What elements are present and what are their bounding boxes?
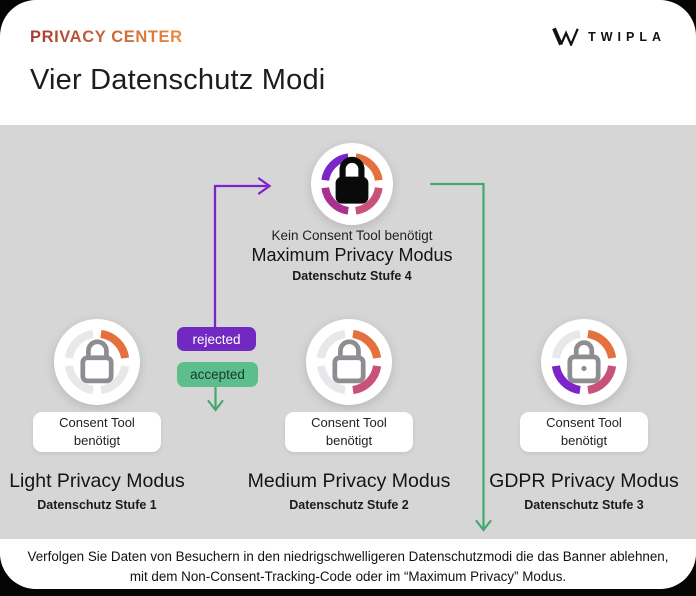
ring-segment-bottom-right (587, 365, 617, 395)
mode-title: Medium Privacy Modus (247, 470, 451, 492)
gdpr-privacy-lock-icon (541, 319, 627, 405)
mode-subtitle: Datenschutz Stufe 3 (524, 498, 644, 512)
footer-bar: Verfolgen Sie Daten von Besuchern in den… (0, 539, 696, 589)
page-title: Vier Datenschutz Modi (30, 64, 326, 96)
mode-medium-privacy: Consent Tool benötigt Medium Privacy Mod… (239, 125, 459, 539)
maximum-title: Maximum Privacy Modus (251, 245, 453, 265)
ring-segment-top-left (64, 329, 94, 359)
twipla-logo: TWIPLA (552, 27, 666, 46)
consent-tool-note: Consent Tool benötigt (33, 412, 161, 452)
ring-segment-top-right (100, 329, 130, 359)
ring-segment-top-left (551, 329, 581, 359)
unlocked-icon (80, 339, 114, 384)
mode-title: GDPR Privacy Modus (489, 470, 679, 492)
light-privacy-lock-icon (54, 319, 140, 405)
medium-privacy-lock-icon (306, 319, 392, 405)
rejected-badge: rejected (177, 327, 256, 351)
locked-icon (567, 340, 601, 384)
mode-gdpr-privacy: Consent Tool benötigt GDPR Privacy Modus… (474, 125, 694, 539)
maximum-caption: Kein Consent Tool benötigt (271, 228, 433, 243)
locked-black-icon (335, 156, 369, 204)
footer-text: Verfolgen Sie Daten von Besuchern in den… (27, 549, 669, 585)
ring-segment-top-left (321, 153, 350, 182)
accepted-flow-arrow (207, 386, 224, 412)
ring-segment-top-right (587, 329, 617, 359)
consent-tool-note: Consent Tool benötigt (285, 412, 413, 452)
accepted-badge: accepted (177, 362, 258, 387)
twipla-w-icon (552, 27, 579, 46)
ring-segment-bottom-left (551, 365, 581, 395)
maximum-subtitle: Datenschutz Stufe 4 (292, 269, 412, 283)
mode-title: Light Privacy Modus (9, 470, 185, 492)
twipla-wordmark: TWIPLA (588, 29, 666, 44)
mode-light-privacy: Consent Tool benötigt Light Privacy Modu… (0, 125, 207, 539)
mode-subtitle: Datenschutz Stufe 2 (289, 498, 409, 512)
maximum-privacy-lock-icon (311, 143, 393, 225)
mode-subtitle: Datenschutz Stufe 1 (37, 498, 157, 512)
ring-segment-bottom-right (100, 365, 130, 395)
unlocked-icon (332, 339, 366, 384)
consent-tool-note: Consent Tool benötigt (520, 412, 648, 452)
ring-segment-bottom-right (352, 365, 382, 395)
diagram-panel: Kein Consent Tool benötigt Maximum Priva… (0, 125, 696, 539)
ring-segment-bottom-left (316, 365, 346, 395)
ring-segment-top-right (352, 329, 382, 359)
privacy-center-label: PRIVACY CENTER (30, 28, 183, 46)
ring-segment-bottom-left (64, 365, 94, 395)
ring-segment-bottom-right (354, 186, 383, 215)
ring-segment-top-left (316, 329, 346, 359)
ring-segment-bottom-left (321, 186, 350, 215)
ring-segment-top-right (354, 153, 383, 182)
